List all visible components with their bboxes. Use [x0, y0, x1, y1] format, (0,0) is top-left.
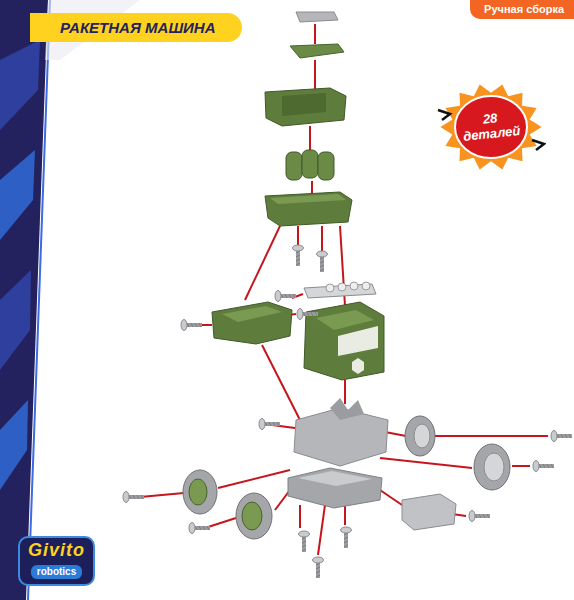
launcher-detail [282, 93, 326, 116]
side-edge [28, 0, 50, 600]
launcher-tray [265, 192, 352, 226]
count-burst: 28 деталей [436, 80, 546, 174]
top-grey-piece [296, 12, 338, 22]
brand-name: Givito [28, 541, 85, 561]
tab-text: Ручная сборка [484, 3, 564, 15]
seat [330, 398, 364, 420]
side-band [0, 0, 48, 600]
cab-window [338, 326, 378, 356]
brand-logo: Givito robotics [18, 536, 95, 586]
title-text: РАКЕТНАЯ МАШИНА [60, 19, 216, 36]
platform-top [222, 306, 282, 322]
burst-disc [455, 96, 527, 158]
side-stripe [0, 40, 40, 130]
chassis-bottom-top [298, 471, 372, 486]
green-platform [212, 302, 292, 344]
title-banner: РАКЕТНАЯ МАШИНА [30, 13, 242, 42]
tray-top [270, 194, 346, 204]
launcher-top [265, 88, 346, 126]
side-stripe [0, 150, 35, 240]
wheels [183, 416, 510, 539]
cab-roof [316, 310, 374, 330]
cab-badge [352, 358, 364, 374]
side-stripe [0, 400, 28, 490]
burst-rays [440, 84, 541, 169]
screws [123, 245, 572, 578]
corner-tab: Ручная сборка [470, 0, 574, 19]
grey-bracket [402, 494, 456, 530]
rockets [286, 150, 334, 180]
assembly-lines [140, 24, 548, 555]
green-plate [290, 44, 344, 58]
chassis-bottom [288, 468, 382, 508]
lights [326, 282, 370, 292]
brand-sub: robotics [31, 565, 82, 579]
side-stripe [0, 270, 31, 370]
